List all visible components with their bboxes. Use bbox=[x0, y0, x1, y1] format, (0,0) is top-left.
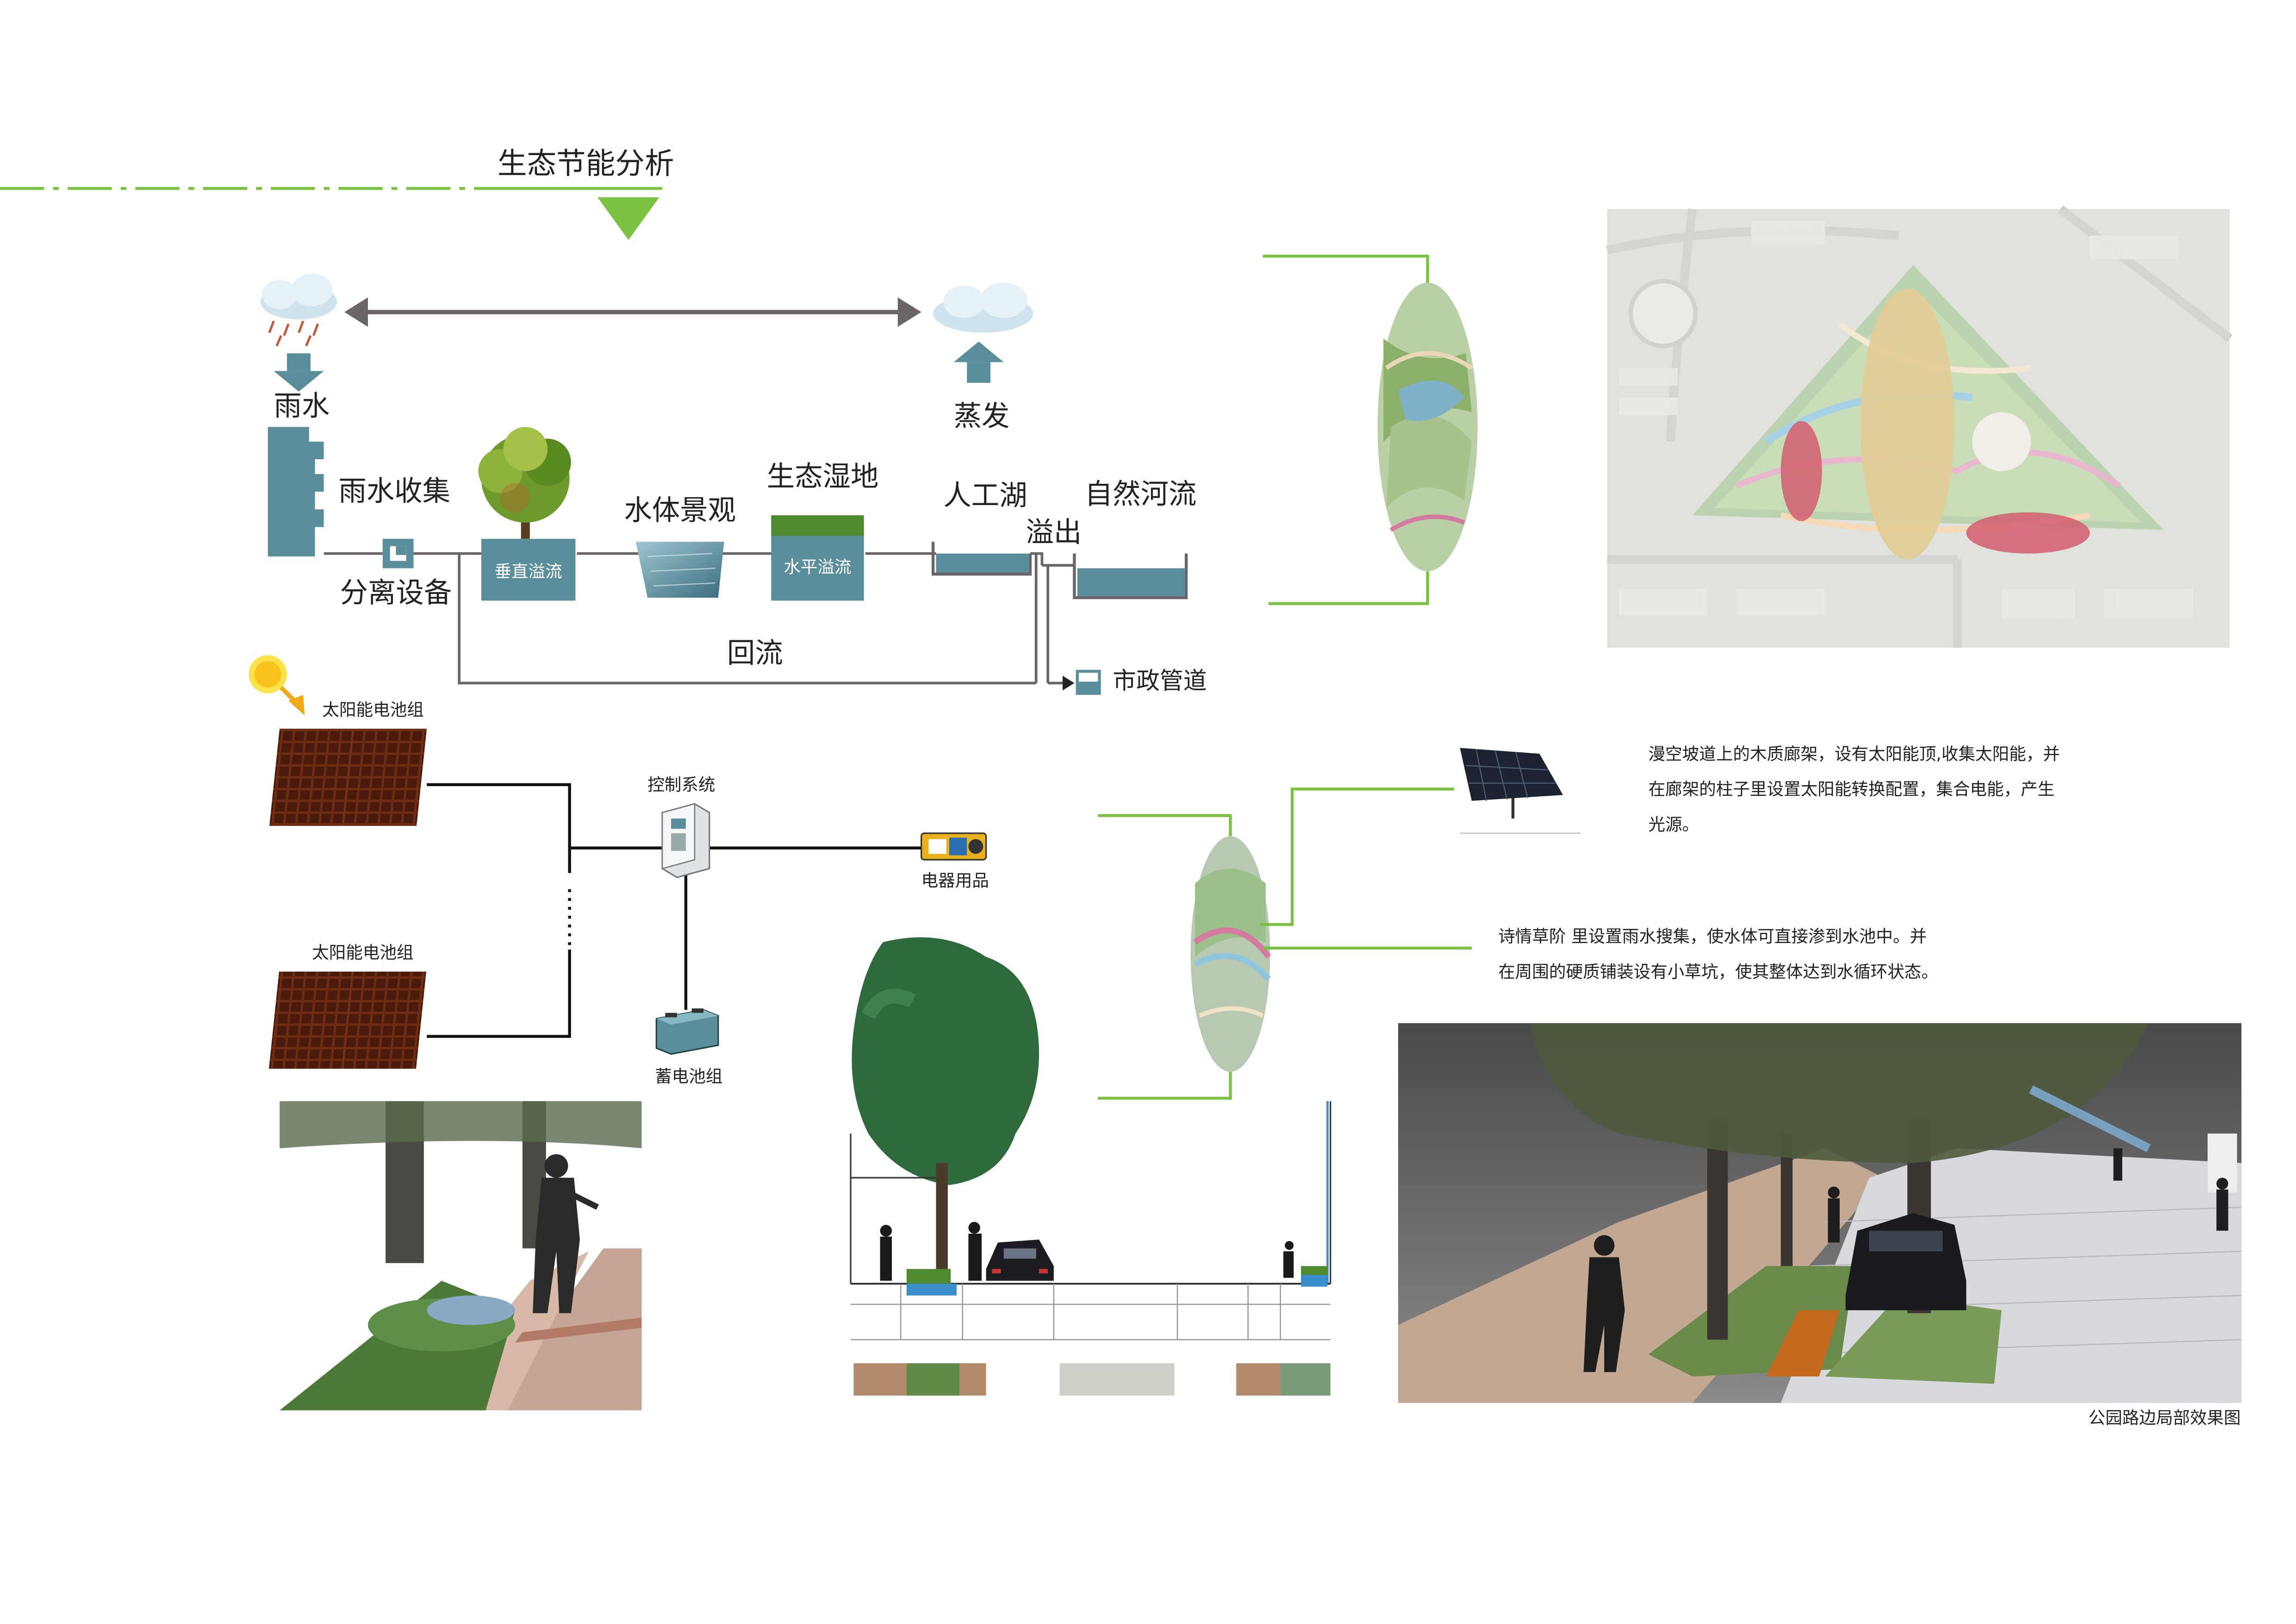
header-arrow-icon bbox=[597, 197, 660, 240]
vertical-overflow-box bbox=[481, 538, 576, 601]
render-caption: 公园路边局部效果图 bbox=[2088, 1407, 2241, 1428]
appliances-icon bbox=[921, 832, 987, 861]
cycle-double-arrow bbox=[344, 297, 921, 327]
street-render-left bbox=[280, 1101, 642, 1411]
label-control-system: 控制系统 bbox=[647, 774, 716, 795]
label-natural-river: 自然河流 bbox=[1084, 478, 1197, 511]
water-pipeline bbox=[324, 552, 1075, 685]
solar-tracker-icon bbox=[1460, 748, 1581, 834]
highlight-zone-red-bottom bbox=[1966, 512, 2090, 554]
natural-river-basin bbox=[1073, 553, 1188, 600]
label-artificial-lake: 人工湖 bbox=[943, 480, 1027, 512]
label-separation-device: 分离设备 bbox=[340, 577, 452, 610]
site-plan-map bbox=[1606, 205, 2233, 648]
note-solar-corridor: 漫空坡道上的木质廊架，设有太阳能顶,收集太阳能，并在廊架的柱子里设置太阳能转换配… bbox=[1648, 743, 2060, 835]
municipal-arrow-icon bbox=[1062, 675, 1075, 691]
label-rain-collection: 雨水收集 bbox=[338, 475, 451, 508]
evaporation-up-arrow-icon bbox=[953, 341, 1004, 383]
label-water-landscape: 水体景观 bbox=[624, 494, 736, 527]
note-rain-steps: 诗情草阶 里设置雨水搜集，使水体可直接渗到水池中。并在周围的硬质铺装设有小草坑，… bbox=[1498, 926, 1939, 982]
label-evaporation: 蒸发 bbox=[953, 400, 1010, 433]
horizontal-overflow-box bbox=[771, 536, 864, 601]
label-backflow: 回流 bbox=[727, 637, 783, 670]
sun-icon bbox=[249, 655, 305, 716]
artificial-lake-basin bbox=[931, 542, 1032, 576]
rain-down-arrow-icon bbox=[274, 353, 324, 392]
label-battery-group: 蓄电池组 bbox=[655, 1066, 723, 1087]
label-solar-panel-group-1: 太阳能电池组 bbox=[322, 699, 424, 720]
tree-icon bbox=[478, 427, 571, 539]
label-rain: 雨水 bbox=[274, 390, 330, 423]
solar-panel-group-1-icon bbox=[269, 729, 427, 826]
callout-lines-top bbox=[1263, 255, 1429, 605]
parked-car-silhouette bbox=[1845, 1213, 1966, 1311]
separation-device-icon bbox=[382, 538, 414, 568]
label-municipal-pipe: 市政管道 bbox=[1113, 667, 1207, 695]
battery-group-icon bbox=[655, 1008, 719, 1055]
park-roadside-render bbox=[1398, 1023, 2242, 1403]
label-appliances: 电器用品 bbox=[921, 870, 989, 891]
label-horizontal-overflow: 水平溢流 bbox=[784, 556, 852, 577]
label-eco-wetland: 生态湿地 bbox=[766, 461, 879, 493]
label-solar-panel-group-2: 太阳能电池组 bbox=[312, 942, 414, 963]
person-silhouette bbox=[533, 1154, 599, 1313]
header-rule bbox=[0, 187, 663, 240]
solar-panel-group-2-icon bbox=[268, 971, 427, 1069]
callout-lines-bottom bbox=[1098, 787, 1472, 1100]
building-icon bbox=[268, 427, 324, 557]
highlight-zone-tan bbox=[1860, 288, 1955, 560]
label-vertical-overflow: 垂直溢流 bbox=[494, 561, 562, 582]
walking-person-silhouette bbox=[1583, 1235, 1625, 1372]
wetland-grass-strip bbox=[771, 515, 864, 536]
label-overflow: 溢出 bbox=[1026, 517, 1082, 550]
control-cabinet-icon bbox=[661, 803, 710, 878]
street-section bbox=[850, 937, 1332, 1396]
highlight-zone-red-left bbox=[1780, 421, 1822, 521]
plan-detail-ellipse-bottom bbox=[1190, 836, 1271, 1072]
plan-detail-ellipse-top bbox=[1377, 282, 1478, 571]
evaporation-cloud-icon bbox=[933, 282, 1033, 333]
rain-cloud-icon bbox=[260, 274, 337, 347]
page-title: 生态节能分析 bbox=[497, 145, 674, 181]
solar-wiring bbox=[427, 783, 921, 1038]
car-silhouette bbox=[986, 1239, 1054, 1281]
